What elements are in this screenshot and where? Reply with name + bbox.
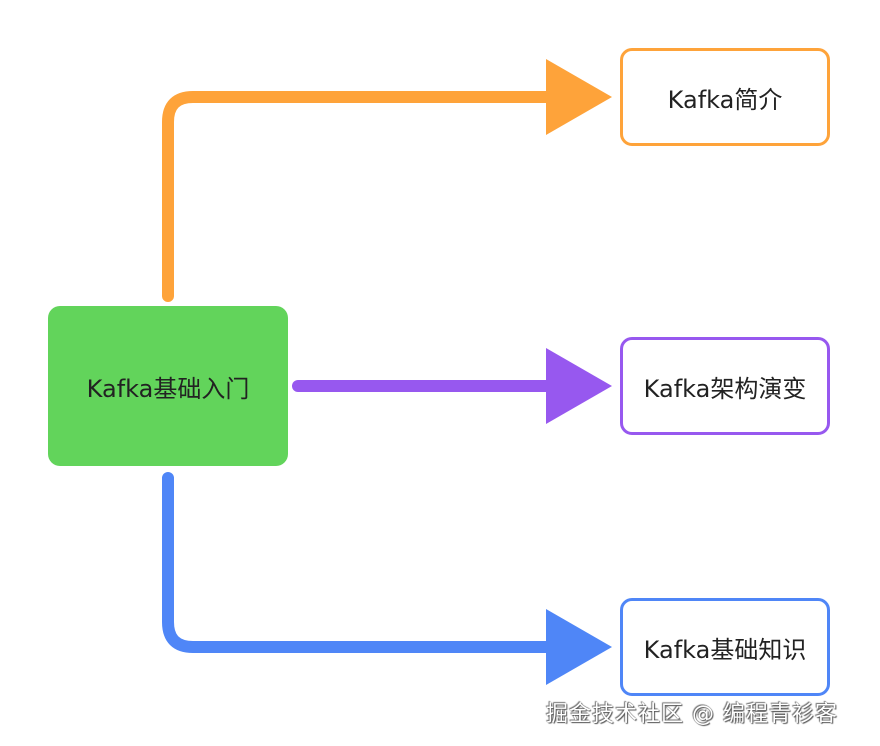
root-node-kafka-basics-intro[interactable]: Kafka基础入门 <box>48 306 288 466</box>
child-node-kafka-intro[interactable]: Kafka简介 <box>620 48 830 146</box>
watermark: 掘金技术社区 @ 编程青衫客 <box>546 702 838 727</box>
child-node-kafka-architecture[interactable]: Kafka架构演变 <box>620 337 830 435</box>
connector-to-kafka-intro <box>162 91 566 302</box>
arrowhead-kafka-basics <box>546 609 612 685</box>
child-node-label: Kafka简介 <box>667 85 783 114</box>
arrowhead-kafka-architecture <box>546 348 612 424</box>
child-node-label: Kafka架构演变 <box>643 374 807 403</box>
connector-to-kafka-basics <box>162 472 566 653</box>
child-node-kafka-basics[interactable]: Kafka基础知识 <box>620 598 830 696</box>
arrowhead-kafka-intro <box>546 59 612 135</box>
child-node-label: Kafka基础知识 <box>643 635 807 664</box>
root-node-label: Kafka基础入门 <box>86 374 250 403</box>
